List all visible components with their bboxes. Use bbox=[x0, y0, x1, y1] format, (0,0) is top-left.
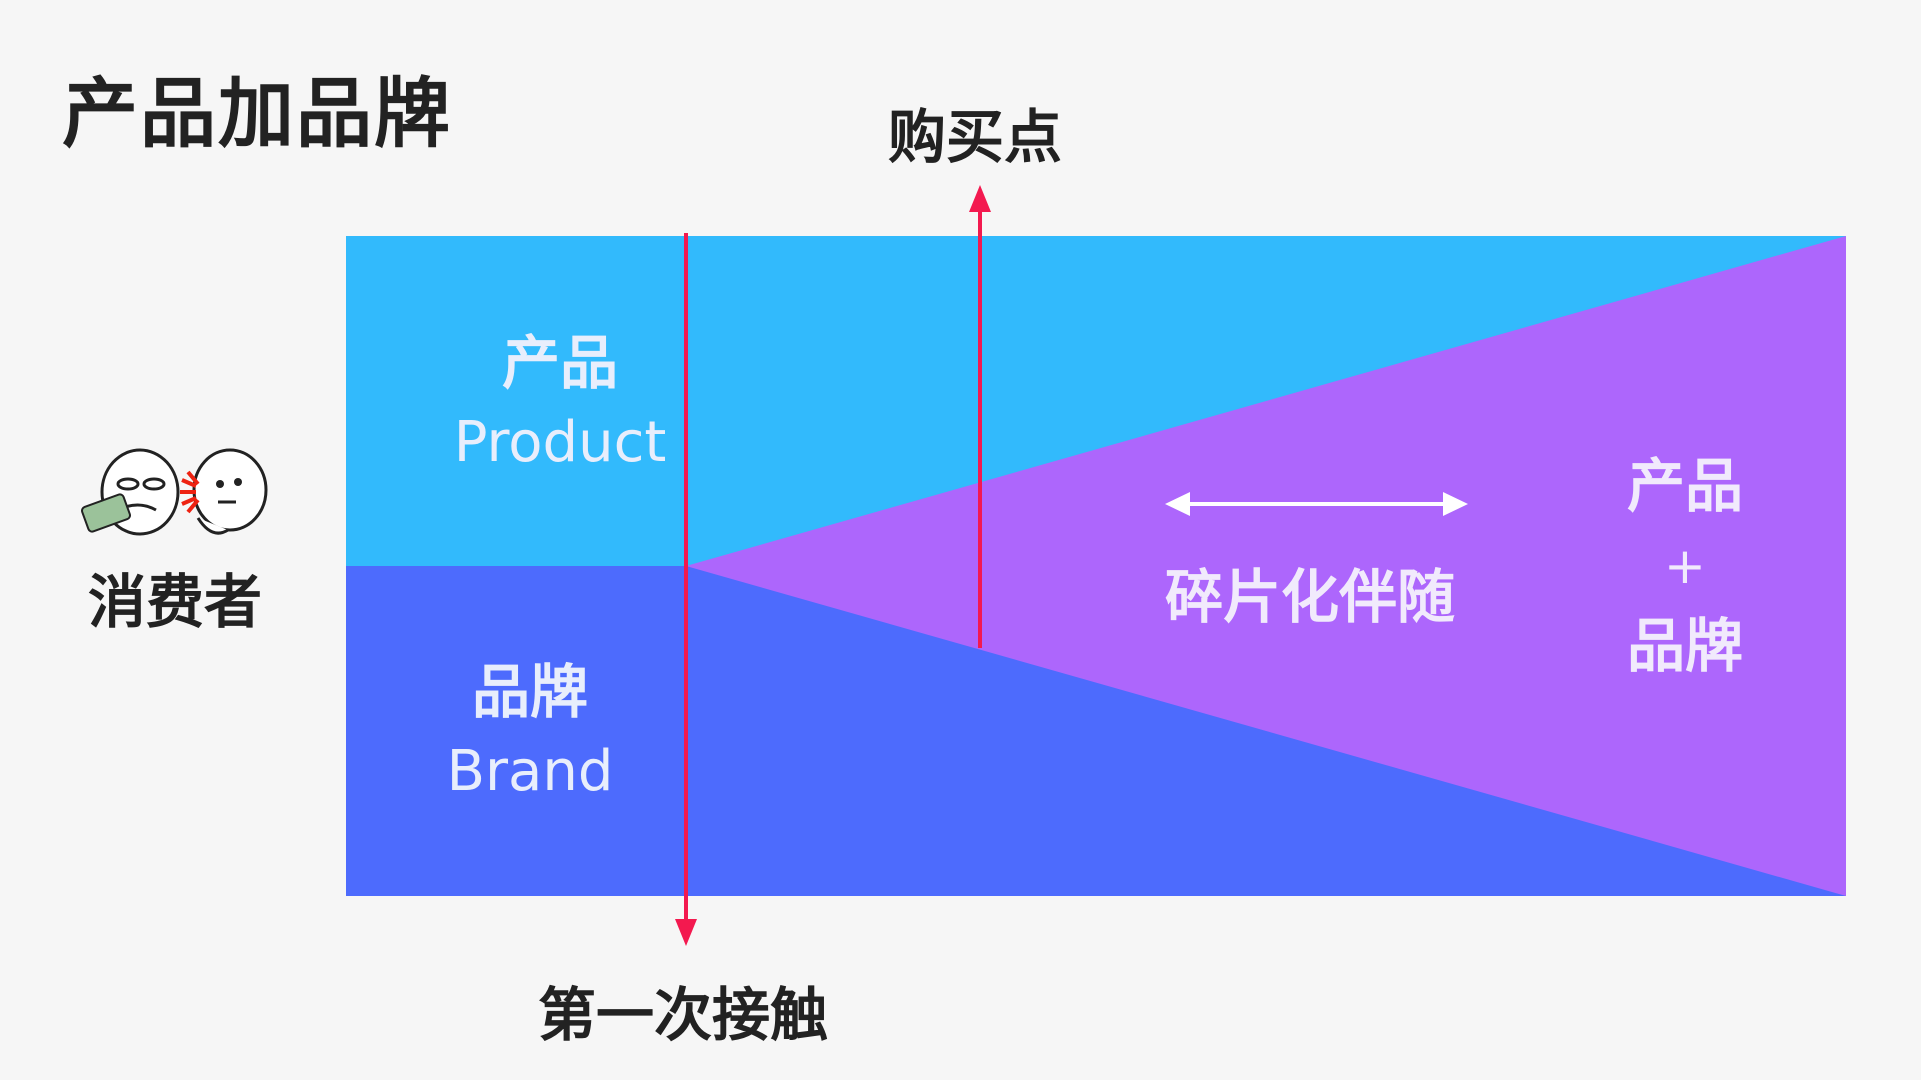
purchase-arrow-head bbox=[969, 185, 991, 212]
fragment-arrow-left-head bbox=[1165, 492, 1190, 516]
consumer-label: 消费者 bbox=[88, 568, 263, 636]
product-zone-zh: 产品 bbox=[501, 329, 618, 397]
combined-zone-bottom: 品牌 bbox=[1626, 612, 1743, 680]
consumer-emoji-icon bbox=[81, 448, 268, 536]
first-contact-label: 第一次接触 bbox=[538, 981, 829, 1049]
combined-zone-bg bbox=[686, 236, 1846, 896]
first-contact-arrow-head bbox=[675, 919, 697, 946]
fragment-arrow-right-head bbox=[1443, 492, 1468, 516]
purchase-point-label: 购买点 bbox=[888, 103, 1063, 171]
fragment-label: 碎片化伴随 bbox=[1165, 563, 1456, 631]
combined-zone-top: 产品 bbox=[1626, 452, 1743, 520]
brand-zone-en: Brand bbox=[446, 739, 614, 804]
page-title: 产品加品牌 bbox=[62, 69, 452, 158]
brand-zone-zh: 品牌 bbox=[471, 658, 588, 726]
product-zone-en: Product bbox=[453, 410, 667, 475]
combined-zone-plus: + bbox=[1664, 537, 1706, 595]
combined-zone-label: 产品 + 品牌 bbox=[1600, 446, 1770, 686]
brand-zone-label: 品牌 Brand bbox=[425, 652, 635, 812]
product-zone-label: 产品 Product bbox=[440, 323, 680, 483]
